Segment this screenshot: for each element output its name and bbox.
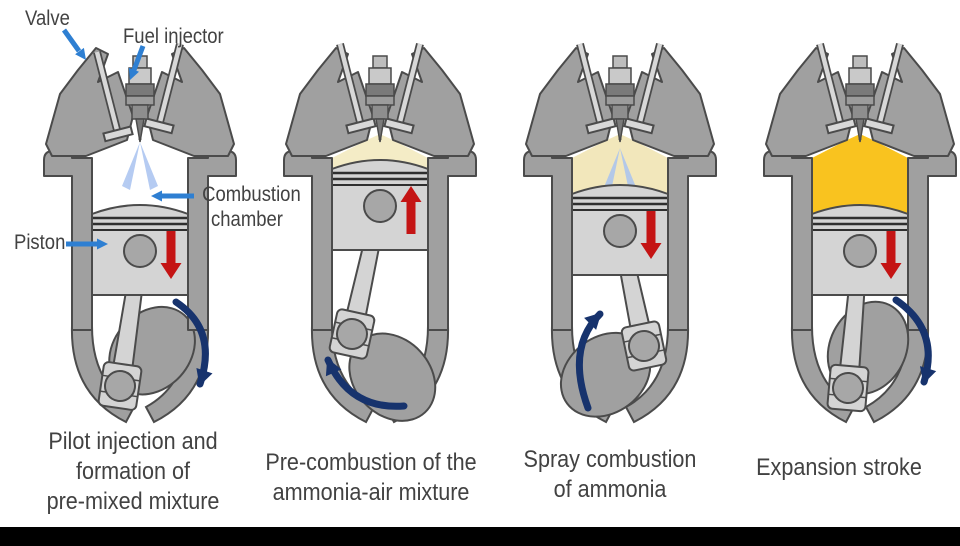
exhaust-valve xyxy=(383,43,424,135)
cylinder-wall-left xyxy=(523,150,573,331)
fuel-spray xyxy=(602,148,638,196)
piston xyxy=(91,204,189,296)
head-port-right xyxy=(386,47,475,157)
exhaust-valve xyxy=(863,43,904,135)
cylinder-wall-left xyxy=(283,150,333,331)
wrist-pin xyxy=(843,234,877,268)
crank-rotation-arrow xyxy=(324,356,408,410)
crank-rotation-arrow xyxy=(172,298,213,388)
caption-line: Spray combustion xyxy=(523,446,697,473)
cylinder-wall-right xyxy=(907,150,957,331)
caption-line: pre-mixed mixture xyxy=(46,488,220,515)
piston xyxy=(811,204,909,296)
head-port-right xyxy=(866,47,955,157)
crank-big-end xyxy=(97,361,143,411)
combustion-chamber-fill xyxy=(332,134,428,168)
stage-4-caption: Expansion stroke xyxy=(722,453,956,483)
bottom-black-bar xyxy=(0,527,960,546)
head-port-left xyxy=(285,47,374,157)
caption-line: ammonia-air mixture xyxy=(272,479,470,506)
stage-3-caption: Spray combustion of ammonia xyxy=(493,445,727,505)
caption-line: Expansion stroke xyxy=(756,454,922,481)
wrist-pin xyxy=(123,234,157,268)
intake-valve xyxy=(576,43,617,135)
wrist-pin xyxy=(603,214,637,248)
engine-stage-3 xyxy=(523,43,717,424)
head-port-left xyxy=(525,47,614,157)
head-port-right xyxy=(146,47,235,157)
piston-motion-arrow xyxy=(400,186,422,234)
stage-2-caption: Pre-combustion of the ammonia-air mixtur… xyxy=(254,448,488,508)
intake-valve xyxy=(816,43,857,135)
combustion-chamber-label: Combustion chamber xyxy=(202,183,301,231)
caption-line: Pre-combustion of the xyxy=(265,449,477,476)
head-port-left xyxy=(45,47,134,157)
cylinder-wall-right xyxy=(187,150,237,331)
piston-label: Piston xyxy=(14,231,66,254)
crank-rotation-arrow xyxy=(892,296,937,386)
fuel-injector xyxy=(605,55,635,143)
crank-rotation-arrow xyxy=(575,310,604,412)
caption-line: formation of xyxy=(75,458,191,485)
engine-stage-2 xyxy=(283,43,477,424)
crank-big-end xyxy=(620,320,668,372)
cylinder-wall-right xyxy=(667,150,717,331)
fuel-spray xyxy=(122,142,158,190)
crank-big-end xyxy=(328,308,376,360)
caption-line: of ammonia xyxy=(553,476,667,503)
exhaust-valve xyxy=(623,43,664,135)
engine-stage-1 xyxy=(43,43,237,424)
valve-label: Valve xyxy=(25,7,70,30)
intake-valve xyxy=(93,51,134,143)
intake-valve xyxy=(336,43,377,135)
head-port-left xyxy=(765,47,854,157)
wrist-pin xyxy=(363,189,397,223)
fuel-injector-label: Fuel injector xyxy=(123,25,224,48)
fuel-injector xyxy=(365,55,395,143)
combustion-chamber-fill xyxy=(572,134,668,193)
piston-motion-arrow xyxy=(880,231,902,279)
stage-1-caption: Pilot injection and formation of pre-mix… xyxy=(16,427,250,517)
combustion-chamber-fill xyxy=(92,134,188,213)
head-port-right xyxy=(626,47,715,157)
cylinder-wall-left xyxy=(763,150,813,331)
fuel-injector xyxy=(845,55,875,143)
engine-stage-4 xyxy=(763,43,957,424)
piston xyxy=(331,159,429,251)
piston xyxy=(571,184,669,276)
piston-motion-arrow xyxy=(160,231,182,279)
combustion-chamber-fill xyxy=(812,134,908,213)
piston-motion-arrow xyxy=(640,211,662,259)
cylinder-wall-right xyxy=(427,150,477,331)
caption-line: Pilot injection and xyxy=(48,428,218,455)
crank-big-end xyxy=(826,363,870,413)
exhaust-valve xyxy=(143,43,184,135)
